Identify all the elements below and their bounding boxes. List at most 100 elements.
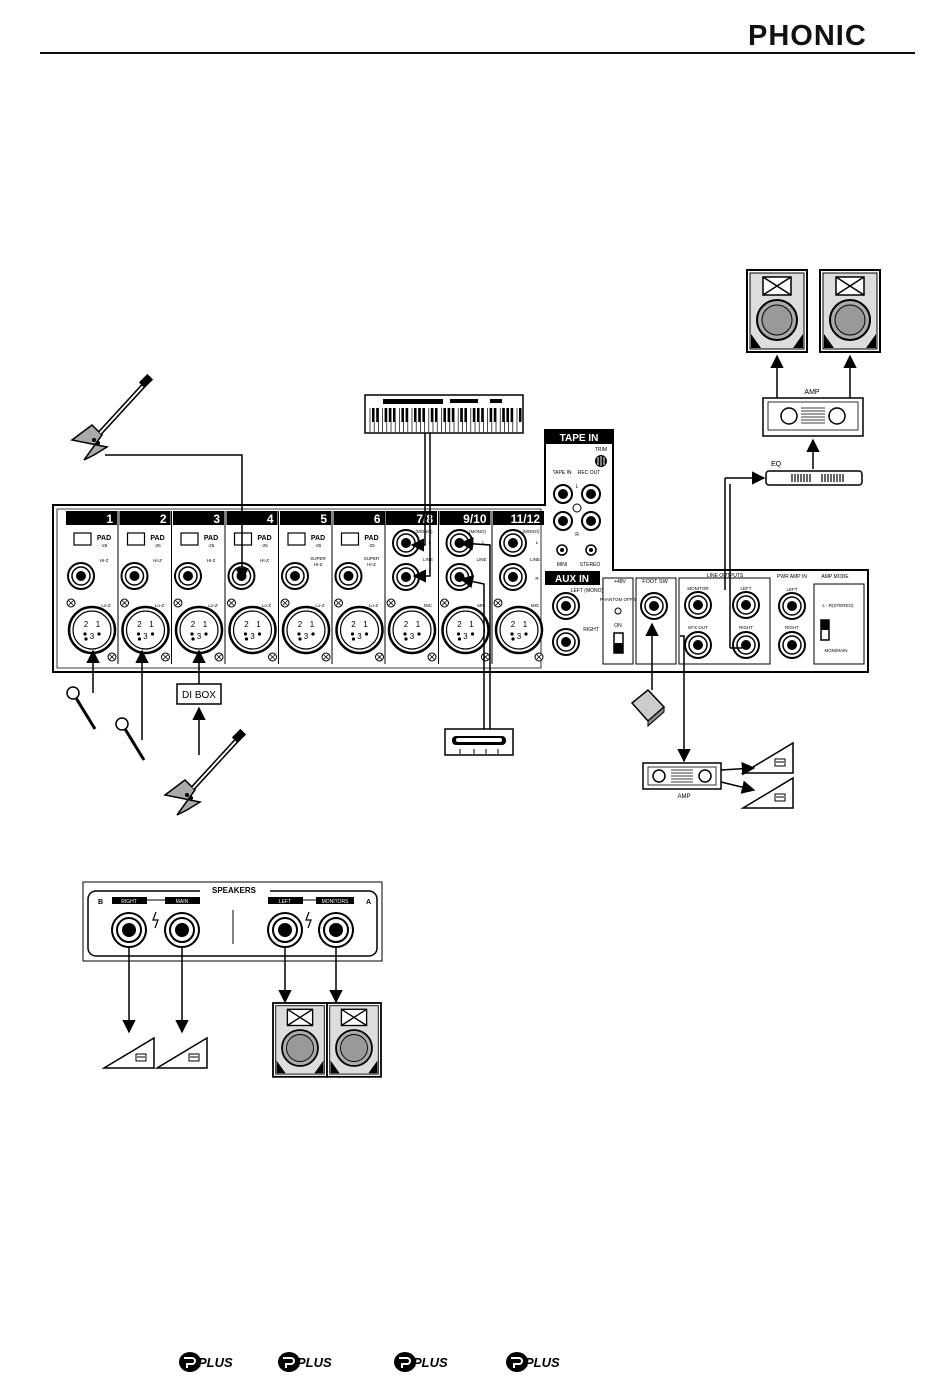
black-key: [477, 408, 480, 422]
pad-button[interactable]: [73, 532, 92, 546]
monitor-out-jack[interactable]: [684, 591, 712, 619]
right-out-jack[interactable]: [732, 631, 760, 659]
line-left-jack[interactable]: [499, 529, 527, 557]
channel-number: 2: [160, 512, 167, 526]
xlr-input-jack[interactable]: [387, 605, 437, 655]
line-input-jack[interactable]: [281, 562, 309, 590]
black-key: [414, 408, 417, 422]
xlr-input-jack[interactable]: [494, 605, 544, 655]
xlr-input-jack[interactable]: [174, 605, 224, 655]
xlr-input-jack[interactable]: [228, 605, 277, 655]
screw: [161, 652, 170, 662]
stereo-mini-jack[interactable]: [585, 544, 597, 556]
screw: [107, 652, 117, 662]
tape-r-label: R: [575, 532, 579, 538]
speaker-out-a-monitors[interactable]: [318, 912, 354, 948]
pwr-amp-left-label: LEFT: [786, 587, 797, 592]
xlr-input-jack[interactable]: [281, 605, 331, 655]
line-right-jack[interactable]: [499, 563, 527, 591]
pad-button[interactable]: [180, 532, 199, 546]
tape-trim-label: TRIM: [595, 447, 607, 453]
line-right-jack[interactable]: [392, 563, 420, 591]
phantom-section: +48V PHANTOM OFF/5 ON: [600, 577, 637, 665]
monitor-wedge-icon-2: [742, 777, 794, 809]
channel-header: [173, 511, 224, 525]
black-key: [372, 408, 375, 422]
left-out-jack[interactable]: [732, 591, 760, 619]
line-right-jack[interactable]: [445, 563, 474, 591]
amp-mode-switch[interactable]: [820, 619, 830, 641]
screw: [66, 598, 76, 608]
black-key: [472, 408, 476, 422]
phantom-switch[interactable]: [613, 632, 624, 654]
mic-input-label: Lo-Z: [315, 603, 325, 608]
amp-mode-stereo-label: L - R(STEREO): [822, 603, 854, 608]
pad-button[interactable]: [287, 532, 306, 546]
di-box: DI BOX: [176, 683, 222, 705]
effect-unit-icon: [444, 728, 514, 756]
tape-in-l-jack[interactable]: [553, 484, 573, 504]
spk-main-label: MAIN: [176, 899, 189, 905]
pad-db-label: -25: [315, 543, 322, 548]
speakers-b-label: B: [98, 899, 103, 906]
rec-out-l-jack[interactable]: [581, 484, 601, 504]
screw: [173, 598, 183, 608]
mini-jack[interactable]: [556, 544, 568, 556]
trim-knob-icon[interactable]: [595, 455, 607, 467]
line-input-label: HI-Z: [100, 558, 109, 563]
monitor-amp-label: AMP: [677, 794, 690, 800]
xlr-input-jack[interactable]: [67, 605, 117, 655]
plus-badge-label: PLUS: [413, 1355, 448, 1370]
pad-button[interactable]: [126, 532, 146, 546]
spk-right-label: RIGHT: [121, 899, 137, 905]
xlr-input-jack[interactable]: [441, 605, 490, 655]
aux-left-jack[interactable]: [552, 592, 580, 620]
black-key: [502, 408, 505, 422]
screw: [227, 598, 236, 608]
wedge-b-right: [103, 1037, 155, 1069]
line-input-jack[interactable]: [334, 562, 363, 590]
pad-db-label: -25: [154, 543, 161, 548]
xlr-input-jack[interactable]: [335, 605, 384, 655]
aux-right-jack[interactable]: [552, 628, 580, 656]
mono-label: (MONO): [416, 529, 433, 534]
pad-button[interactable]: [340, 532, 360, 546]
speaker-out-b-main[interactable]: [164, 912, 200, 948]
speaker-out-a-left[interactable]: [267, 912, 303, 948]
speaker-out-b-right[interactable]: [111, 912, 147, 948]
black-key: [447, 408, 451, 422]
mic-input-label: Lo-Z: [208, 603, 218, 608]
rec-out-r-jack[interactable]: [581, 511, 601, 531]
header-rule: [40, 52, 915, 54]
pad-button[interactable]: [233, 532, 253, 546]
screw: [120, 598, 129, 608]
line-input-label: HI-Z: [367, 562, 376, 567]
pad-label: PAD: [364, 535, 378, 542]
stereo-channels: 7/8(MONO)LLINEMIC9/10(MONO)LLINEMIC11/12…: [384, 511, 544, 664]
monitor-amp: [642, 762, 722, 790]
line-left-jack[interactable]: [392, 529, 420, 557]
efx-out-jack[interactable]: [684, 631, 712, 659]
black-key: [493, 408, 497, 422]
foot-sw-jack[interactable]: [640, 592, 668, 620]
main-amp: AMP: [762, 389, 864, 437]
tape-l-label: L: [576, 484, 579, 490]
channel-number: 6: [374, 512, 381, 526]
black-key: [519, 408, 522, 422]
pad-label: PAD: [257, 535, 271, 542]
foot-pedal-icon: [630, 688, 666, 728]
pwr-amp-right-jack[interactable]: [778, 631, 806, 659]
black-key: [376, 408, 379, 422]
xlr-input-jack[interactable]: [121, 605, 170, 655]
pad-db-label: -25: [368, 543, 375, 548]
tape-in-r-jack[interactable]: [553, 511, 573, 531]
foot-switch-section: FOOT SW: [635, 577, 677, 665]
line-input-jack[interactable]: [67, 562, 95, 590]
line-input-jack[interactable]: [120, 562, 149, 590]
line-input-jack[interactable]: [174, 562, 202, 590]
main-speaker-right: [819, 269, 881, 353]
pwr-amp-left-jack[interactable]: [778, 592, 806, 620]
mic-input-label: Lo-Z: [262, 603, 272, 608]
mono-label: (MONO): [523, 529, 540, 534]
